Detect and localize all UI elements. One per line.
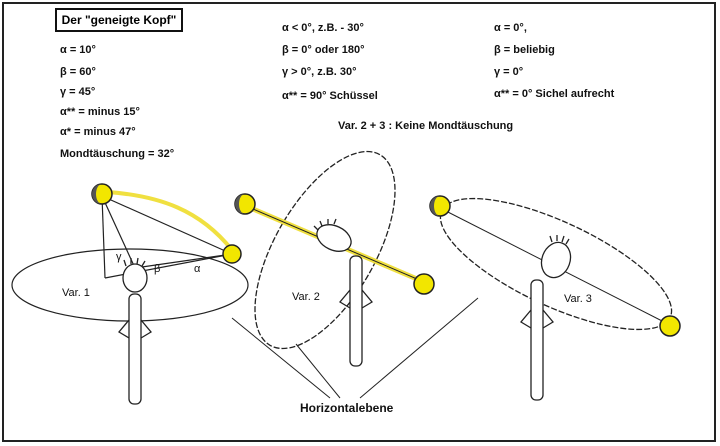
variant-2: Var. 2 <box>234 150 435 367</box>
var2-label: Var. 2 <box>292 291 320 303</box>
var3-moon-shadow <box>430 196 440 216</box>
var1-moon-shadow <box>92 184 102 204</box>
diagram-frame <box>2 2 716 442</box>
var1-label-beta: β <box>154 263 160 275</box>
var1-param-gamma: γ = 45° <box>60 86 96 98</box>
var1-sun <box>222 244 242 264</box>
var1-param-alpha: α = 10° <box>60 44 96 56</box>
var3-param-alpha-double-star: α** = 0° Sichel aufrecht <box>494 88 615 100</box>
var1-param-alpha-star: α* = minus 47° <box>60 126 136 138</box>
horizontal-pointer-lines <box>231 297 479 399</box>
var1-label: Var. 1 <box>62 287 90 299</box>
var23-note: Var. 2 + 3 : Keine Mondtäuschung <box>338 120 514 132</box>
var1-line-eye-top <box>101 195 136 269</box>
var1-label-alpha: α <box>194 263 201 275</box>
var3-person <box>520 235 572 401</box>
var3-label: Var. 3 <box>564 293 592 305</box>
var3-param-beta: β = beliebig <box>494 44 555 56</box>
variant-1: γ β α Var. 1 <box>11 183 249 405</box>
variant-3: Var. 3 <box>429 195 681 401</box>
moon-illusion-value: Mondtäuschung = 32° <box>60 148 175 160</box>
var2-param-alpha-double-star: α** = 90° Schüssel <box>282 90 378 102</box>
var1-yellow-arc <box>107 190 234 252</box>
var2-tilted-ellipse <box>254 150 396 350</box>
var3-param-gamma: γ = 0° <box>494 66 524 78</box>
var2-param-alpha: α < 0°, z.B. - 30° <box>282 22 364 34</box>
var2-person <box>313 218 373 367</box>
var2-sun <box>413 273 435 295</box>
var2-param-beta: β = 0° oder 180° <box>282 44 365 56</box>
var1-line-top-sun <box>101 195 233 255</box>
var1-line-eye-sun <box>134 253 233 269</box>
var1-label-gamma: γ <box>116 251 122 263</box>
var2-moon-shadow <box>235 194 245 214</box>
var1-person <box>118 257 152 405</box>
var2-param-gamma: γ > 0°, z.B. 30° <box>282 66 357 78</box>
var3-param-alpha: α = 0°, <box>494 22 527 34</box>
var1-param-alpha-double-star: α** = minus 15° <box>60 106 140 118</box>
diagram-title: Der "geneigte Kopf" <box>55 8 183 32</box>
var1-line-vertical <box>101 195 106 279</box>
horizontal-plane-label: Horizontalebene <box>300 401 394 415</box>
var1-param-beta: β = 60° <box>60 66 96 78</box>
var3-sun <box>659 315 681 337</box>
